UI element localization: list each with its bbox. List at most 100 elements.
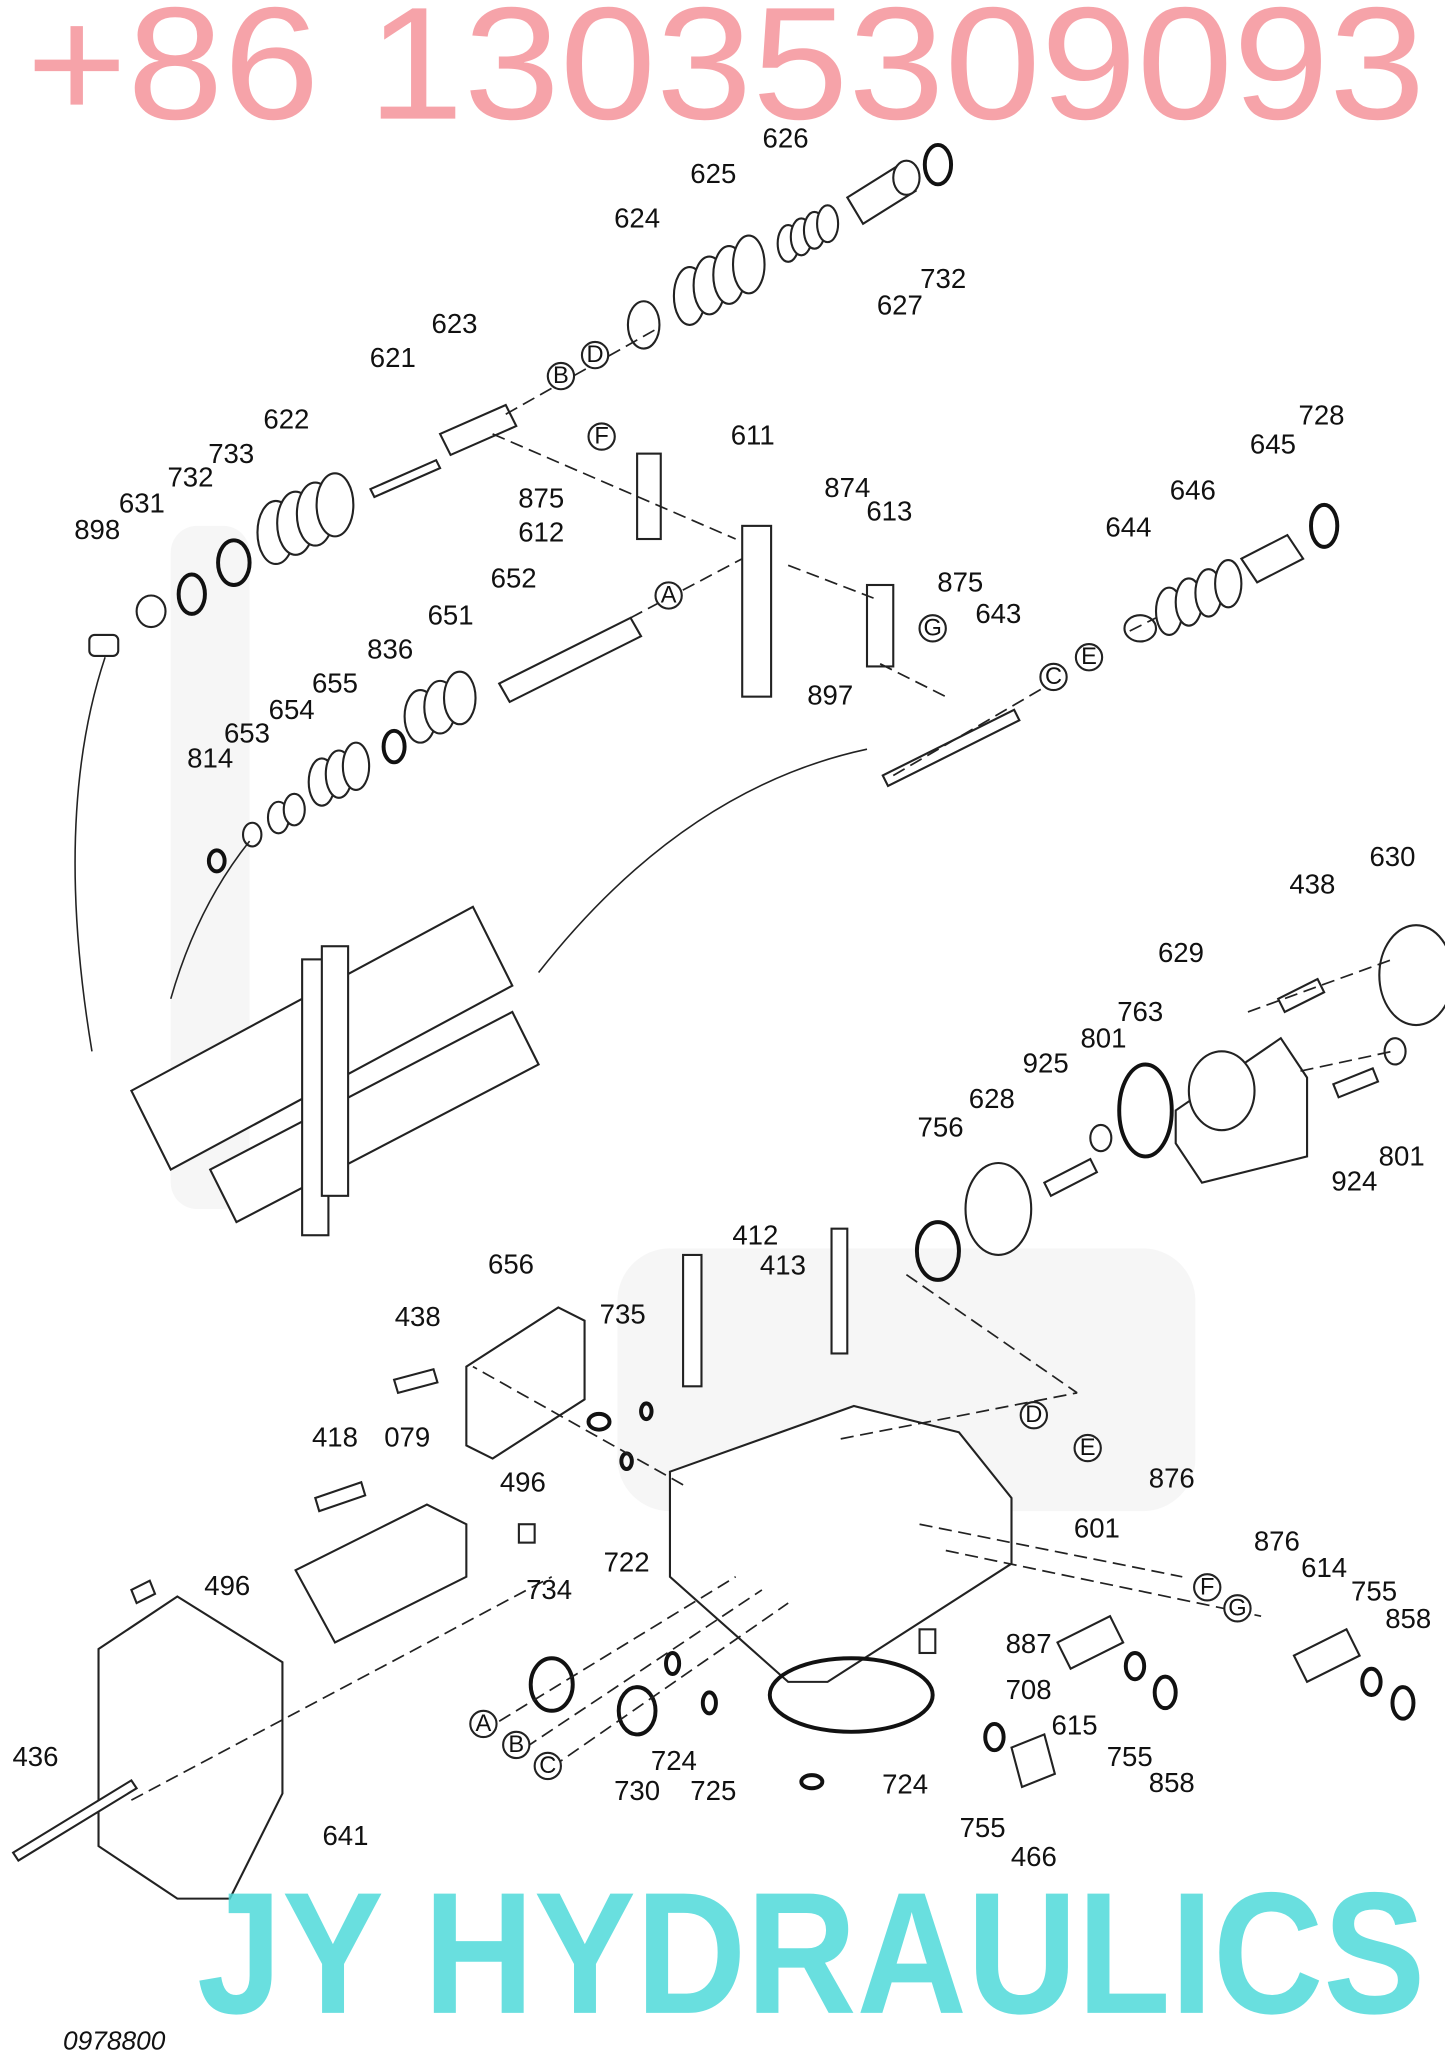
callout: E (1073, 1433, 1102, 1463)
part-label: 655 (312, 668, 358, 699)
svg-text:D: D (1025, 1402, 1042, 1428)
part-label: 801 (1379, 1141, 1425, 1172)
part-label: 629 (1158, 937, 1204, 968)
part-label: 763 (1117, 996, 1163, 1027)
callout-letters: B D F A G C E D E F G A B C (469, 340, 1252, 1781)
part-label: 418 (312, 1422, 358, 1453)
callout: C (533, 1751, 562, 1781)
part-label: 628 (969, 1083, 1015, 1114)
part-label: 730 (614, 1775, 660, 1806)
part-label: 644 (1105, 511, 1151, 542)
part-label: 613 (866, 496, 912, 527)
part-label: 887 (1006, 1628, 1052, 1659)
callout: G (1223, 1594, 1252, 1623)
part-label: 875 (937, 567, 983, 598)
drawing-number: 0978800 (63, 2026, 166, 2056)
part-label: 615 (1052, 1709, 1098, 1740)
part-label: 836 (367, 634, 413, 665)
part-label: 412 (732, 1219, 778, 1250)
svg-text:A: A (661, 583, 677, 609)
part-label: 413 (760, 1250, 806, 1281)
callout: C (1039, 662, 1068, 692)
part-label: 623 (432, 308, 478, 339)
part-label: 621 (370, 342, 416, 373)
part-label: 079 (384, 1422, 430, 1453)
part-number-labels: 626 625 624 627 732 623 621 622 733 732 … (12, 123, 1431, 1872)
part-label: 438 (1289, 869, 1335, 900)
callout: B (502, 1730, 531, 1760)
part-label: 625 (690, 158, 736, 189)
svg-text:F: F (1200, 1574, 1214, 1600)
callout: A (469, 1709, 498, 1739)
part-label: 496 (500, 1466, 546, 1497)
part-label: 651 (428, 599, 474, 630)
part-label: 624 (614, 203, 660, 234)
part-label: 438 (395, 1301, 441, 1332)
callout: B (546, 361, 576, 391)
part-label: 732 (920, 263, 966, 294)
part-label: 622 (263, 404, 309, 435)
part-label: 652 (491, 563, 537, 594)
part-label: 641 (322, 1820, 368, 1851)
callout: G (918, 614, 947, 643)
svg-text:A: A (476, 1711, 492, 1737)
svg-text:G: G (1228, 1595, 1246, 1621)
svg-text:B: B (553, 363, 569, 389)
part-label: 656 (488, 1248, 534, 1279)
part-label: 612 (518, 517, 564, 548)
part-label: 755 (1107, 1741, 1153, 1772)
part-label: 643 (975, 598, 1021, 629)
part-label: 875 (518, 482, 564, 513)
svg-text:F: F (594, 424, 608, 450)
part-label: 646 (1170, 475, 1216, 506)
part-label: 735 (600, 1298, 646, 1329)
svg-text:C: C (539, 1753, 556, 1779)
callout: D (1019, 1401, 1049, 1430)
callout: F (1193, 1573, 1222, 1602)
part-label: 724 (882, 1769, 928, 1800)
part-label: 876 (1254, 1526, 1300, 1557)
part-label: 858 (1385, 1603, 1431, 1634)
part-label: 614 (1301, 1552, 1347, 1583)
callout: A (654, 581, 683, 610)
part-label: 626 (763, 123, 809, 154)
part-label: 496 (204, 1570, 250, 1601)
part-label: 725 (690, 1775, 736, 1806)
part-label: 924 (1331, 1166, 1377, 1197)
part-label: 734 (526, 1574, 572, 1605)
part-label: 724 (651, 1745, 697, 1776)
part-label: 755 (960, 1812, 1006, 1843)
part-label: 755 (1351, 1575, 1397, 1606)
part-label: 601 (1074, 1512, 1120, 1543)
part-label: 756 (918, 1112, 964, 1143)
part-label: 631 (119, 488, 165, 519)
brand-watermark: JY HYDRAULICS (197, 1856, 1425, 2050)
part-label: 858 (1149, 1767, 1195, 1798)
part-label: 814 (187, 743, 233, 774)
part-label: 722 (604, 1547, 650, 1578)
part-label: 728 (1299, 400, 1345, 431)
part-label: 801 (1080, 1022, 1126, 1053)
svg-text:E: E (1080, 1435, 1096, 1461)
callout: D (580, 340, 610, 370)
svg-text:B: B (508, 1732, 524, 1758)
part-label: 708 (1006, 1674, 1052, 1705)
part-label: 925 (1023, 1047, 1069, 1078)
callout: F (587, 422, 616, 451)
svg-text:C: C (1045, 664, 1062, 690)
part-label: 645 (1250, 429, 1296, 460)
phone-watermark: +86 13035309093 (26, 0, 1425, 153)
svg-text:E: E (1081, 644, 1097, 670)
part-label: 654 (269, 694, 315, 725)
callout: E (1074, 643, 1104, 672)
part-label: 874 (824, 472, 870, 503)
part-label: 876 (1149, 1462, 1195, 1493)
svg-text:D: D (587, 342, 604, 368)
part-label: 897 (807, 680, 853, 711)
part-label: 436 (12, 1741, 58, 1772)
svg-text:G: G (923, 615, 941, 641)
part-label: 630 (1369, 841, 1415, 872)
part-label: 653 (224, 718, 270, 749)
